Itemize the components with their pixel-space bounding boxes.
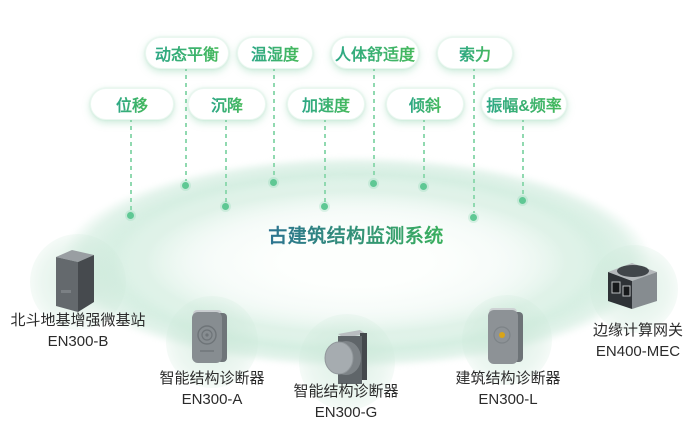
connector-dot-settlement [222,203,229,210]
device-model: EN300-L [478,391,538,408]
connector-dot-acceleration [321,203,328,210]
connector-dot-dynamic-balance [182,182,189,189]
connector-dot-human-comfort [370,180,377,187]
sensor-pill-label: 加速度 [302,92,350,116]
device-model: EN300-B [47,333,109,350]
sensor-pill-temperature-humidity: 温湿度 [237,37,313,69]
device-label-beidou-base-station: 北斗地基增强微基站 EN300-B [0,310,188,352]
device-name: 边缘计算网关 [592,322,683,339]
device-name: 智能结构诊断器 [159,370,265,387]
device-label-smart-structure-diagnoser-a: 智能结构诊断器 EN300-A [102,368,322,410]
connector-dot-displacement [127,212,134,219]
connector-line-temperature-humidity [273,67,275,178]
smart-structure-diagnoser-a-icon [192,310,227,363]
device-model: EN300-G [314,404,378,421]
building-structure-diagnoser-icon [488,308,523,364]
device-label-building-structure-diagnoser: 建筑结构诊断器 EN300-L [398,368,618,410]
connector-dot-tilt [420,183,427,190]
sensor-pill-label: 沉降 [211,92,243,116]
connector-line-amplitude-frequency [522,118,524,196]
system-title: 古建筑结构监测系统 [256,221,456,248]
connector-line-dynamic-balance [185,67,187,181]
sensor-pill-amplitude-frequency: 振幅&频率 [481,88,567,120]
sensor-pill-human-comfort: 人体舒适度 [331,37,419,69]
sensor-pill-label: 振幅&频率 [486,92,562,116]
connector-dot-amplitude-frequency [519,197,526,204]
connector-dot-cable-force [470,214,477,221]
sensor-pill-label: 温湿度 [251,41,299,65]
device-name: 建筑结构诊断器 [455,370,561,387]
beidou-base-station-icon [56,250,94,312]
connector-dot-temperature-humidity [270,179,277,186]
connector-line-acceleration [324,118,326,202]
sensor-pill-displacement: 位移 [90,88,174,120]
sensor-pill-tilt: 倾斜 [386,88,464,120]
smart-structure-diagnoser-g-icon [324,330,367,384]
edge-computing-gateway-icon [608,263,657,309]
sensor-pill-label: 倾斜 [409,92,441,116]
device-name: 北斗地基增强微基站 [10,312,146,329]
connector-line-tilt [423,118,425,182]
sensor-pill-label: 动态平衡 [155,41,219,65]
sensor-pill-cable-force: 索力 [437,37,513,69]
sensor-pill-acceleration: 加速度 [287,88,365,120]
sensor-pill-settlement: 沉降 [188,88,266,120]
device-label-edge-computing-gateway: 边缘计算网关 EN400-MEC [528,320,692,362]
device-name: 智能结构诊断器 [293,383,399,400]
connector-line-cable-force [473,67,475,213]
sensor-pill-dynamic-balance: 动态平衡 [145,37,229,69]
connector-line-human-comfort [373,67,375,179]
sensor-pill-label: 位移 [116,92,148,116]
device-model: EN300-A [181,391,243,408]
connector-line-settlement [225,118,227,202]
connector-line-displacement [130,118,132,211]
device-model: EN400-MEC [595,343,681,360]
sensor-pill-label: 索力 [459,41,491,65]
sensor-pill-label: 人体舒适度 [335,41,415,65]
device-label-smart-structure-diagnoser-g: 智能结构诊断器 EN300-G [236,381,456,423]
